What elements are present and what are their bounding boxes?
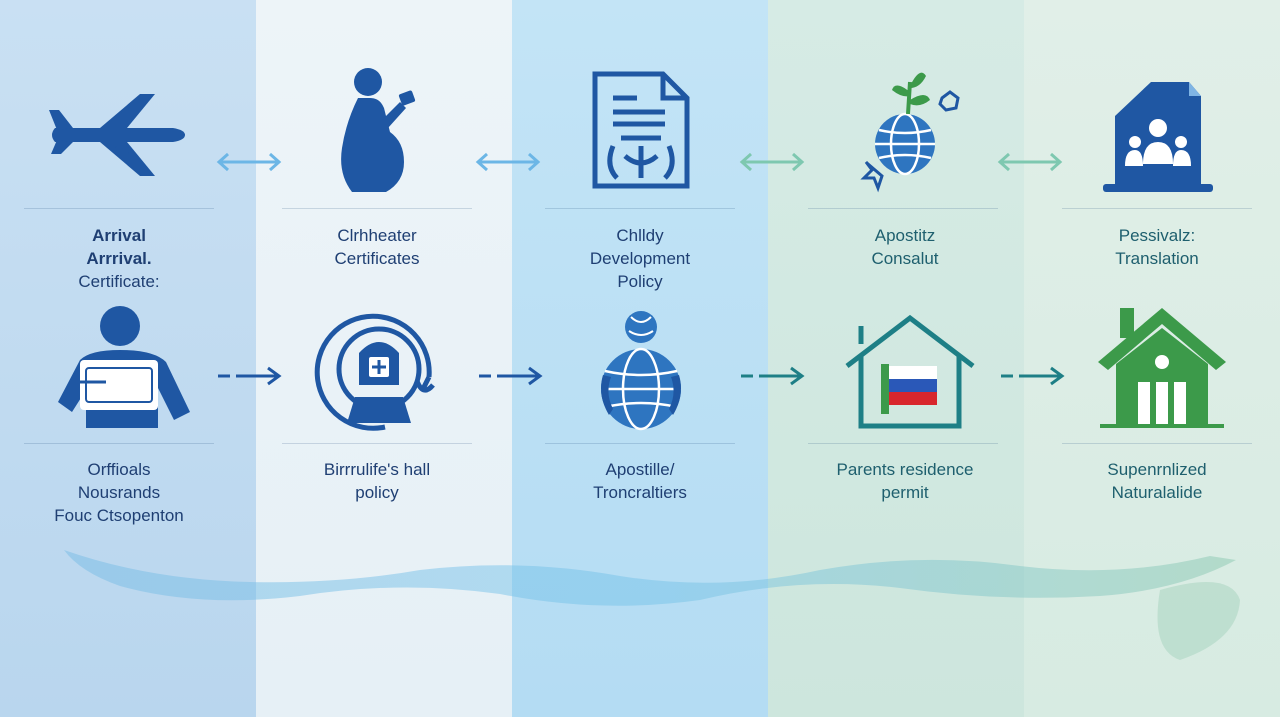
right-arrow-icon <box>997 364 1067 388</box>
label-line: policy <box>355 483 399 502</box>
label-line: Orffioals <box>87 460 151 479</box>
label-line: Birrrulife's hall <box>323 460 431 479</box>
document-icon <box>565 66 715 196</box>
label-line: Translation <box>1115 249 1199 268</box>
label-line: Naturalalide <box>1111 483 1203 502</box>
medical-seal-icon <box>305 305 455 435</box>
step-label: Arrival Arrrival. Certificate: <box>9 224 229 293</box>
divider <box>282 208 472 209</box>
decorative-wave <box>0 530 1280 680</box>
divider <box>282 443 472 444</box>
person-card-icon <box>50 300 200 430</box>
divider <box>24 208 214 209</box>
divider <box>1062 443 1252 444</box>
right-arrow-icon <box>475 364 545 388</box>
label-line: Apostitz <box>874 226 936 245</box>
label-line: Pessivalz: <box>1118 226 1196 245</box>
label-line: Parents residence <box>836 460 974 479</box>
label-line: permit <box>881 483 929 502</box>
right-arrow-icon <box>214 364 284 388</box>
label-line: Supenrnlized <box>1107 460 1207 479</box>
divider <box>545 208 735 209</box>
airplane-icon <box>45 80 195 210</box>
globe-hands-icon <box>567 305 717 435</box>
step-label: Apostitz Consalut <box>795 224 1015 270</box>
right-arrow-icon <box>737 364 807 388</box>
green-house-icon <box>1090 300 1240 430</box>
label-line: Policy <box>617 272 663 291</box>
step-label: Clrhheater Certificates <box>267 224 487 270</box>
globe-plant-icon <box>840 62 990 193</box>
label-line: Chlldy <box>616 226 664 245</box>
divider <box>545 443 735 444</box>
step-label: Chlldy Development Policy <box>530 224 750 293</box>
label-line: Arrrival. <box>86 249 152 268</box>
divider <box>24 443 214 444</box>
label-line: Certificates <box>334 249 420 268</box>
double-arrow-icon <box>214 150 284 174</box>
house-flag-icon <box>835 300 985 430</box>
label-line: Troncraltiers <box>593 483 687 502</box>
step-label: Parents residence permit <box>795 458 1015 504</box>
label-line: Nousrands <box>77 483 161 502</box>
label-line: Consalut <box>871 249 939 268</box>
step-label: Birrrulife's hall policy <box>267 458 487 504</box>
double-arrow-icon <box>995 150 1065 174</box>
label-line: Apostille/ <box>605 460 675 479</box>
divider <box>808 208 998 209</box>
label-line: Clrhheater <box>337 226 417 245</box>
step-label: Supenrnlized Naturalalide <box>1047 458 1267 504</box>
label-line: Development <box>589 249 691 268</box>
double-arrow-icon <box>737 150 807 174</box>
label-line: Certificate: <box>78 272 160 291</box>
double-arrow-icon <box>473 150 543 174</box>
label-line: Fouc Ctsopenton <box>54 506 184 525</box>
label-line: Arrival <box>92 226 146 245</box>
divider <box>808 443 998 444</box>
step-label: Pessivalz: Translation <box>1047 224 1267 270</box>
step-label: Apostille/ Troncraltiers <box>530 458 750 504</box>
step-label: Orffioals Nousrands Fouc Ctsopenton <box>9 458 229 527</box>
pregnant-woman-icon <box>300 62 450 192</box>
divider <box>1062 208 1252 209</box>
family-folder-icon <box>1083 66 1233 196</box>
